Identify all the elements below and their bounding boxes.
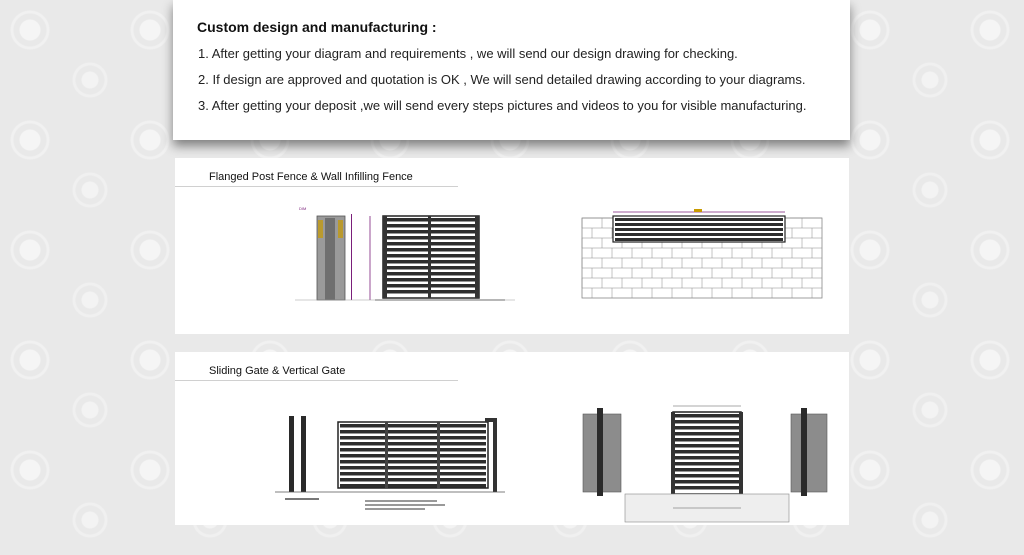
slat: [340, 460, 486, 464]
slat: [340, 478, 486, 482]
slat: [675, 438, 739, 442]
intro-card: Custom design and manufacturing : 1. Aft…: [173, 0, 850, 140]
intro-step-2: 2. If design are approved and quotation …: [198, 72, 806, 87]
slat: [675, 444, 739, 448]
intro-step-1: 1. After getting your diagram and requir…: [198, 46, 738, 61]
panel-divider: [175, 186, 459, 187]
vertical-gate-drawing: [582, 405, 828, 523]
gate-drawings: [275, 405, 828, 523]
slat: [340, 436, 486, 440]
panel-flanged-post-fence: Flanged Post Fence & Wall Infilling Fenc…: [175, 158, 849, 334]
slat: [340, 472, 486, 476]
intro-heading: Custom design and manufacturing :: [197, 19, 437, 35]
slat: [615, 218, 783, 221]
panel-title-sliding-gate: Sliding Gate & Vertical Gate: [209, 365, 346, 377]
slat: [675, 468, 739, 472]
panel-sliding-gate: Sliding Gate & Vertical Gate: [175, 352, 849, 525]
slat: [675, 486, 739, 490]
slat: [675, 456, 739, 460]
panel-divider: [175, 380, 459, 381]
slat: [340, 424, 486, 428]
slat: [675, 450, 739, 454]
slat: [675, 462, 739, 466]
slat: [675, 426, 739, 430]
slat: [615, 238, 783, 241]
intro-step-3: 3. After getting your deposit ,we will s…: [198, 98, 807, 113]
slat: [675, 414, 739, 418]
slat: [675, 420, 739, 424]
svg-text:DIM: DIM: [299, 206, 306, 211]
panel-title-flanged-post-fence: Flanged Post Fence & Wall Infilling Fenc…: [209, 171, 413, 183]
slat: [340, 442, 486, 446]
slat: [340, 430, 486, 434]
slat: [340, 454, 486, 458]
slat: [340, 448, 486, 452]
fence-drawings: DIM: [295, 206, 823, 301]
sliding-gate-drawing: [275, 416, 505, 510]
wall-infill-fence-drawing: [581, 209, 823, 299]
slat: [675, 432, 739, 436]
slat: [615, 228, 783, 231]
slat: [340, 484, 486, 488]
flanged-post-fence-drawing: DIM: [295, 206, 515, 301]
slat: [675, 474, 739, 478]
slat: [615, 233, 783, 236]
slat: [340, 466, 486, 470]
slat: [615, 223, 783, 226]
slat: [675, 480, 739, 484]
